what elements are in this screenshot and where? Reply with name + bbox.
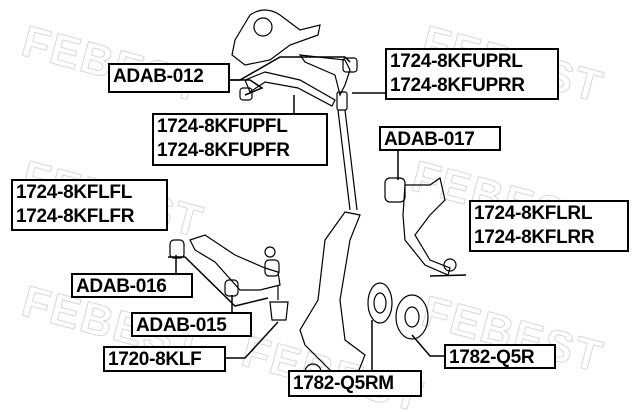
part-label-adab-016[interactable]: ADAB-016: [71, 273, 193, 298]
part-number-left: 1724-8KFUPRL: [390, 51, 523, 72]
upper-rear-arm: [298, 54, 351, 97]
part-label-ball-joint[interactable]: 1720-8KLF: [103, 346, 226, 372]
part-number-left: 1724-8KFLRL: [474, 203, 593, 224]
tie-rod: [337, 109, 358, 211]
part-label-adab-017[interactable]: ADAB-017: [379, 126, 501, 151]
part-label-lower-rear-arm[interactable]: 1724-8KFLRL 1724-8KFLRR: [469, 200, 629, 252]
upper-knuckle-part: [231, 9, 321, 66]
part-label-hub[interactable]: 1782-Q5R: [444, 344, 556, 369]
steering-knuckle: [299, 211, 366, 381]
upper-front-arm: [244, 71, 336, 107]
part-label-adab-015[interactable]: ADAB-015: [131, 312, 252, 337]
lower-rear-arm: [402, 176, 451, 276]
part-number-right: 1724-8KFUPFR: [157, 140, 290, 161]
part-number-left: 1724-8KFLFL: [16, 182, 133, 203]
part-number-right: 1724-8KFLFR: [16, 206, 135, 227]
hub-part: [395, 294, 429, 340]
lower-front-arm: [189, 234, 281, 291]
adab-017-bushing: [384, 177, 406, 203]
part-label-hub-bearing[interactable]: 1782-Q5RM: [288, 370, 422, 397]
part-label-upper-rear-arm[interactable]: 1724-8KFUPRL 1724-8KFUPRR: [385, 48, 559, 100]
adab-015-bushing: [224, 279, 239, 297]
part-number-left: 1724-8KFUPFL: [157, 116, 288, 137]
hub-bearing-part: [367, 282, 393, 324]
leader-lines: [168, 56, 467, 370]
part-number-right: 1724-8KFUPRR: [390, 75, 525, 96]
part-label-upper-front-arm[interactable]: 1724-8KFUPFL 1724-8KFUPFR: [152, 113, 328, 166]
part-label-adab-012[interactable]: ADAB-012: [108, 63, 230, 93]
part-number-right: 1724-8KFLRR: [474, 227, 595, 248]
part-label-lower-front-arm[interactable]: 1724-8KFLFL 1724-8KFLFR: [11, 179, 168, 231]
ball-joint-part: [269, 285, 289, 321]
adab-016-bushing: [169, 239, 185, 259]
